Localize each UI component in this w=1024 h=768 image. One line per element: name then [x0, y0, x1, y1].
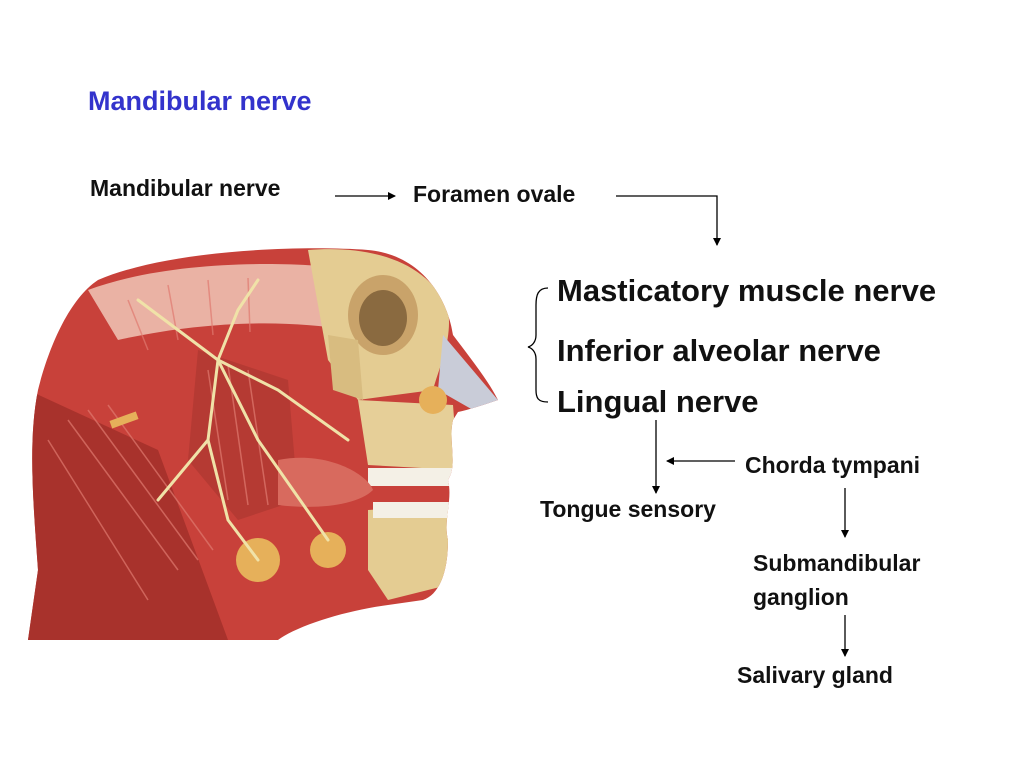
head-anatomy-illustration — [28, 248, 498, 640]
orbit-inner — [359, 290, 407, 346]
masseter-region — [188, 350, 298, 520]
label-inferior-alveolar-nerve: Inferior alveolar nerve — [557, 333, 881, 368]
mandible-bone — [368, 505, 453, 600]
label-lingual-nerve: Lingual nerve — [557, 384, 759, 419]
temporal-fascia — [88, 264, 358, 340]
neck-muscles — [28, 390, 228, 640]
label-submandibular-line2: ganglion — [753, 584, 849, 610]
label-chorda-tympani: Chorda tympani — [745, 452, 921, 478]
cut-nerve-stub — [109, 411, 139, 429]
label-submandibular-ganglion: Submandibular ganglion — [753, 546, 920, 614]
label-masticatory-muscle-nerve: Masticatory muscle nerve — [557, 273, 937, 308]
slide-title: Mandibular nerve — [88, 86, 312, 116]
nasal-gland — [419, 386, 447, 414]
upper-teeth — [368, 468, 458, 486]
lower-teeth — [373, 502, 453, 518]
label-mandibular-nerve: Mandibular nerve — [90, 175, 281, 201]
label-foramen-ovale: Foramen ovale — [413, 181, 576, 207]
branch-bracket — [527, 287, 549, 403]
label-tongue-sensory: Tongue sensory — [540, 496, 716, 522]
submandibular-gland — [310, 532, 346, 568]
label-salivary-gland: Salivary gland — [737, 662, 893, 688]
maxilla-bone — [358, 400, 458, 470]
tongue — [278, 457, 373, 507]
nasal-cartilage — [438, 335, 498, 410]
zygomatic-bone — [328, 335, 363, 400]
arrow-foramen-to-branches — [616, 195, 721, 246]
label-submandibular-line1: Submandibular — [753, 550, 921, 576]
